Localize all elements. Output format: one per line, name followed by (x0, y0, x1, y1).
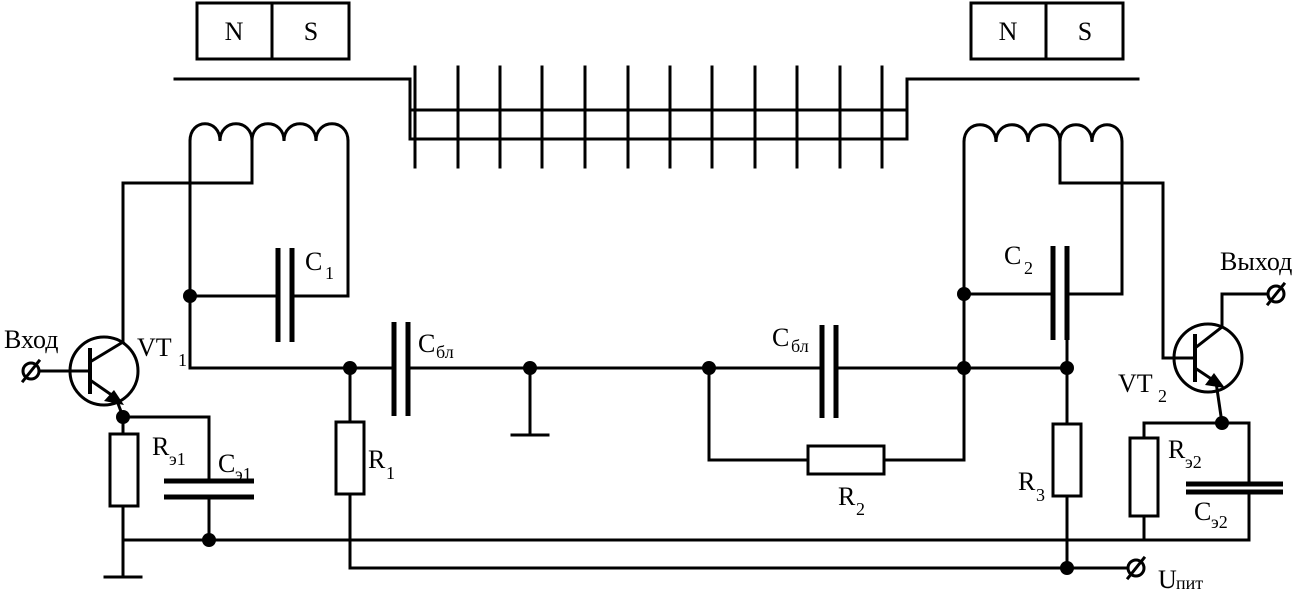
left-magnet-n: N (225, 17, 244, 46)
cbl-right-label-sub: бл (791, 336, 809, 356)
delay-line-ticks (413, 65, 884, 169)
r2-label: R (838, 482, 856, 511)
cbl-right-label: C (772, 323, 789, 352)
left-coil (121, 122, 350, 370)
input-terminal (20, 358, 92, 384)
left-magnet: N S (195, 1, 351, 61)
supply-label: U (1158, 565, 1177, 591)
c2-label: C (1004, 241, 1021, 270)
resistor-r1 (334, 420, 366, 496)
cbl-left-label: C (418, 329, 435, 358)
capacitor-ce2 (1186, 481, 1283, 542)
output-label: Выход (1220, 247, 1292, 276)
capacitor-c2 (962, 246, 1124, 370)
re2-label-sub: э2 (1185, 452, 1202, 472)
right-magnet-s: S (1078, 17, 1092, 46)
re1-label-sub: э1 (169, 449, 186, 469)
right-magnet: N S (969, 1, 1125, 61)
c1-label-sub: 1 (325, 263, 334, 283)
capacitor-ce1 (164, 478, 254, 542)
resistor-r2 (806, 444, 886, 476)
re2-label: R (1168, 435, 1186, 464)
r1-label-sub: 1 (386, 463, 395, 483)
transistor-vt1 (68, 335, 140, 419)
left-magnet-s: S (304, 17, 318, 46)
r3-label: R (1018, 467, 1036, 496)
output-terminal (1265, 281, 1287, 307)
supply-terminal (1125, 555, 1147, 581)
r3-label-sub: 3 (1036, 485, 1045, 505)
resistor-r3 (1051, 422, 1083, 498)
ce1-label-sub: э1 (235, 464, 252, 484)
supply-label-sub: пит (1176, 573, 1203, 591)
vt2-label-sub: 2 (1158, 386, 1167, 406)
right-magnet-n: N (999, 17, 1018, 46)
resistor-re1 (108, 432, 140, 508)
delay-line (173, 65, 1140, 169)
c1-label: C (305, 247, 322, 276)
ce2-label-sub: э2 (1211, 512, 1228, 532)
capacitor-cbl-left (391, 322, 411, 416)
re1-label: R (152, 432, 170, 461)
vt1-label-sub: 1 (178, 350, 187, 370)
vt2-label: VT (1118, 369, 1153, 398)
c2-label-sub: 2 (1024, 258, 1033, 278)
resistor-re2 (1128, 436, 1160, 518)
ce1-label: C (218, 449, 235, 478)
ce2-label: C (1194, 497, 1211, 526)
cbl-left-label-sub: бл (436, 342, 454, 362)
transistor-vt2 (1161, 292, 1270, 425)
input-label: Вход (4, 325, 59, 354)
capacitor-cbl-right (819, 325, 839, 418)
r1-label: R (368, 445, 386, 474)
capacitor-c1 (188, 248, 350, 342)
r2-label-sub: 2 (856, 499, 865, 519)
vt1-label: VT (137, 333, 172, 362)
right-coil (962, 123, 1165, 370)
